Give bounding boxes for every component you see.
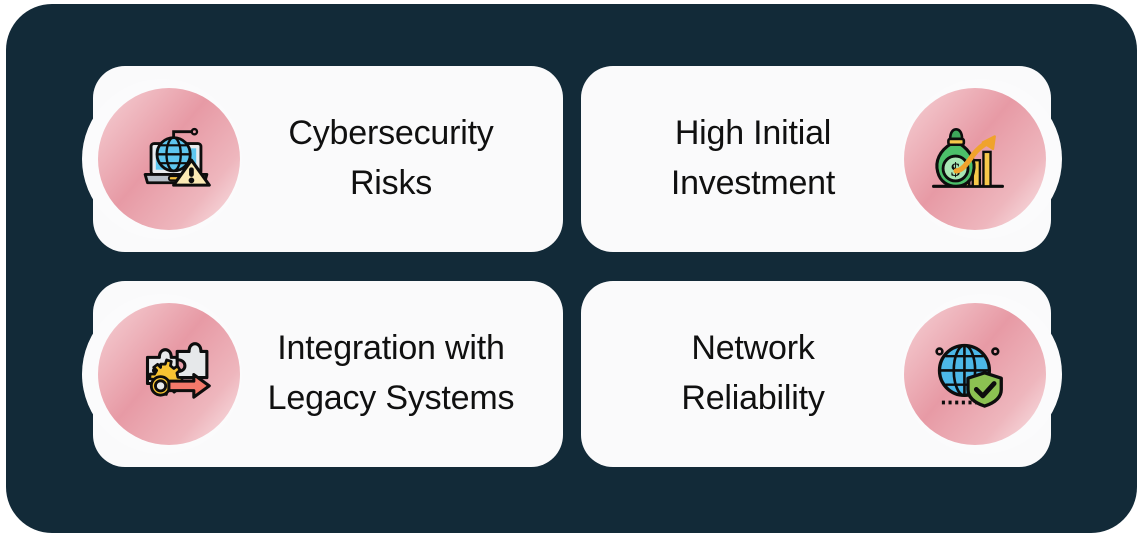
icon-badge	[82, 294, 242, 454]
icon-badge	[902, 294, 1062, 454]
card-label: Cybersecurity Risks	[288, 114, 494, 202]
card-integration-with-legacy-systems[interactable]: Integration with Legacy Systems	[82, 281, 563, 467]
card-label: High Initial Investment	[670, 114, 836, 202]
laptop-globe-warning-icon	[143, 127, 211, 187]
puzzle-gear-arrow-icon	[145, 342, 211, 399]
card-label: Network Reliability	[681, 329, 825, 417]
card-high-initial-investment[interactable]: $ High Initial Investment	[581, 66, 1062, 252]
globe-shield-check-icon	[935, 343, 1003, 408]
card-label: Integration with Legacy Systems	[267, 329, 515, 417]
money-bag-growth-chart-icon: $	[932, 128, 1004, 188]
card-network-reliability[interactable]: Network Reliability	[581, 281, 1062, 467]
icon-badge	[82, 79, 242, 239]
card-cybersecurity-risks[interactable]: Cybersecurity Risks	[82, 66, 563, 252]
icon-badge: $	[902, 79, 1062, 239]
